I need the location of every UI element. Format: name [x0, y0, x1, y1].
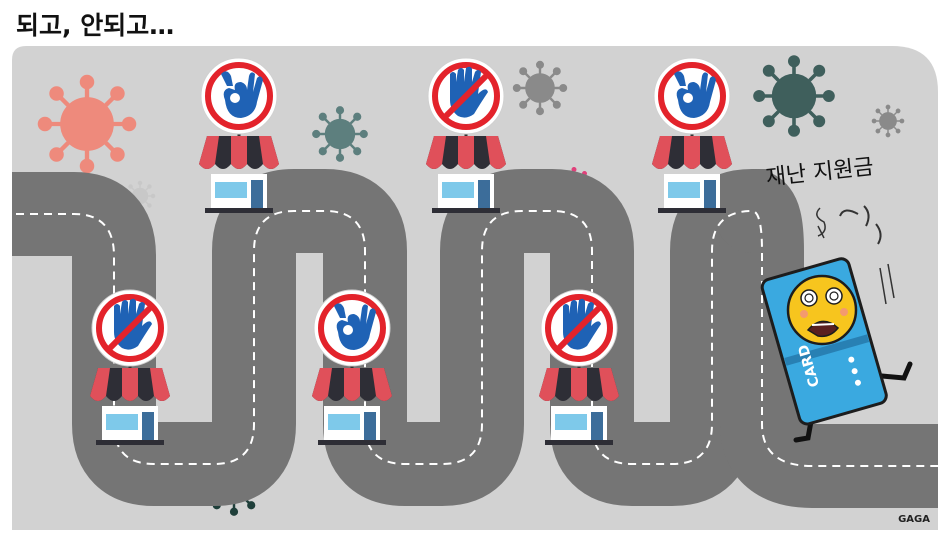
illustration: CARD: [12, 46, 938, 530]
virus-icon: [871, 104, 905, 138]
winding-road: [12, 169, 938, 508]
page-title: 되고, 안되고…: [16, 11, 175, 40]
virus-icon: [312, 106, 368, 162]
card-character: CARD: [760, 205, 913, 443]
virus-icon: [753, 55, 835, 137]
virus-icon: [512, 60, 568, 116]
credit-text: GAGA: [898, 514, 930, 525]
virus-icon: [40, 77, 134, 171]
